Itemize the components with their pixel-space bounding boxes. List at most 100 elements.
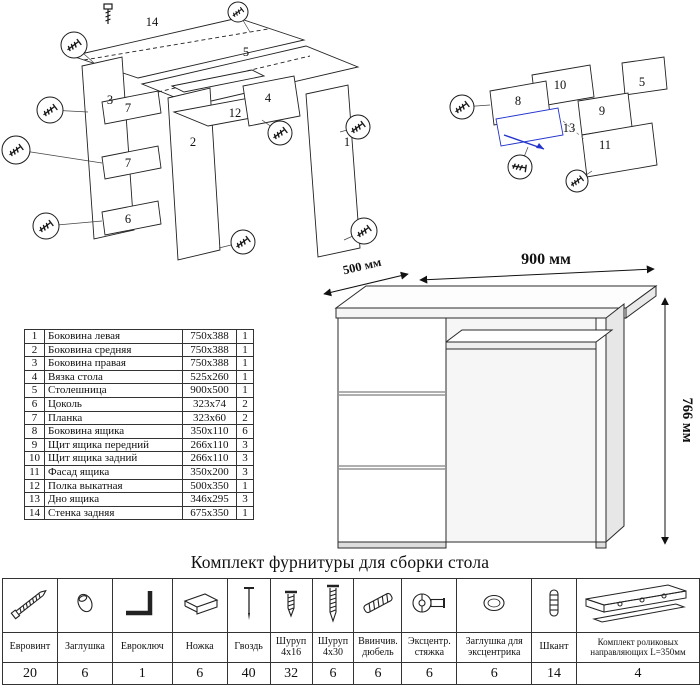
hardware-qty-cell: 6: [311, 662, 355, 685]
fastener-callout: [1, 135, 31, 165]
part-qty-cell: 1: [236, 329, 254, 344]
drawer-slides-icon: [585, 584, 687, 623]
part-name-cell: Боковина средняя: [44, 342, 183, 358]
part-size-cell: 346x295: [182, 492, 237, 507]
part-name-cell: Столешница: [44, 383, 183, 398]
right-panel-base: [595, 541, 607, 549]
part-name-cell: Дно ящика: [44, 492, 183, 507]
desk-top-surface: [334, 285, 658, 309]
part-name-cell: Стенка задняя: [44, 505, 183, 521]
part-number-cell: 12: [24, 478, 45, 494]
hardware-name-cell: Комплект роликовых направляющих L=350мм: [575, 632, 700, 663]
part-label: 6: [125, 212, 131, 226]
part-label: 4: [265, 91, 272, 105]
hardware-qty-cell: 14: [531, 662, 577, 685]
part-qty-cell: 1: [236, 478, 254, 494]
fastener-callout: [350, 217, 378, 245]
exploded-view-desk: 14 5 3 7 7 6 2 12 4 1: [1, 1, 378, 261]
part-number-cell: 1: [24, 329, 45, 344]
hardware-qty-cell: 6: [171, 662, 228, 685]
part-name-cell: Боковина ящика: [44, 424, 183, 439]
hardware-qty-cell: 20: [2, 662, 58, 685]
panel-slat-1: [101, 90, 162, 125]
fastener-callout: [230, 229, 256, 255]
bolt-icon: [103, 3, 113, 24]
part-number-cell: 2: [24, 342, 45, 358]
part-qty-cell: 1: [236, 369, 254, 385]
part-label: 10: [554, 78, 567, 92]
desk-top-front-edge: [335, 307, 627, 319]
part-label: 5: [243, 45, 249, 59]
part-qty-cell: 3: [236, 451, 254, 466]
hardware-name-cell: Шуруп 4x16: [269, 632, 313, 663]
leg-icon: [183, 593, 219, 615]
part-label: 7: [125, 156, 131, 170]
part-name-cell: Щит ящика передний: [44, 437, 183, 453]
panel-side-middle: [167, 87, 221, 261]
assembled-desk-drawing: 900 мм 500 мм 766 мм: [323, 251, 695, 549]
part-number-cell: 7: [24, 410, 45, 426]
part-size-cell: 323x60: [182, 410, 237, 426]
part-size-cell: 500x350: [182, 478, 237, 494]
fastener-callouts: [1, 1, 378, 255]
right-side-panel: [595, 317, 607, 543]
hardware-icon-cell: [401, 578, 458, 633]
cam-lock-icon: [412, 593, 446, 613]
part-size-cell: 350x110: [182, 424, 237, 439]
hardware-icon-cell: [311, 578, 355, 633]
part-size-cell: 350x200: [182, 464, 237, 480]
fastener-callout: [345, 114, 371, 140]
part-number-cell: 13: [24, 492, 45, 507]
part-name-cell: Фасад ящика: [44, 464, 183, 480]
insertion-guide-line: [562, 120, 585, 140]
part-label: 8: [515, 94, 521, 108]
cam-cap-icon: [483, 594, 505, 612]
drawer-gaps: [339, 391, 445, 470]
part-size-cell: 900x500: [182, 383, 237, 398]
dimension-width-label: 900 мм: [521, 251, 571, 268]
dimension-depth-label: 500 мм: [342, 255, 384, 278]
table-row: 20 6 1 6 40 32 6 6 6 6 14 4: [2, 662, 700, 685]
part-qty-cell: 1: [236, 505, 254, 521]
screw-in-dowel-icon: [363, 592, 393, 614]
part-number-cell: 5: [24, 383, 45, 398]
panel-tie: [242, 75, 301, 127]
desk-inner-cavity: [445, 317, 597, 543]
hex-key-icon: [126, 591, 153, 616]
fastener-callout: [36, 96, 64, 124]
hardware-name-cell: Евроключ: [111, 632, 173, 663]
part-label: 5: [639, 75, 645, 89]
dimension-width: 900 мм: [419, 251, 655, 284]
part-name-cell: Цоколь: [44, 396, 183, 412]
part-label: 12: [229, 106, 242, 120]
part-size-cell: 750x388: [182, 342, 237, 358]
part-name-cell: Боковина правая: [44, 356, 183, 371]
hardware-name-cell: Гвоздь: [226, 632, 271, 663]
keyboard-tray-front: [445, 341, 597, 350]
right-panel-inner-face: [605, 302, 625, 544]
part-qty-cell: 1: [236, 383, 254, 398]
panel-slat-2: [101, 145, 162, 180]
part-size-cell: 266x110: [182, 437, 237, 453]
fastener-callout: [227, 1, 249, 23]
fastener-callout: [507, 154, 533, 180]
hardware-qty-cell: 6: [56, 662, 113, 685]
drawer-panel-right: [621, 56, 668, 96]
hardware-qty-cell: 4: [575, 662, 700, 685]
hardware-name-cell: Ввинчив. дюбель: [353, 632, 403, 663]
hardware-qty-cell: 6: [353, 662, 403, 685]
drawer-rail: [170, 69, 266, 93]
drawer-front-panel: [581, 122, 658, 178]
hardware-name-cell: Шкант: [531, 632, 577, 663]
fastener-callouts: [449, 94, 589, 193]
part-labels-left: 14 5 3 7 7 6 2 12 4 1: [107, 15, 350, 226]
fastener-callout: [60, 31, 88, 59]
